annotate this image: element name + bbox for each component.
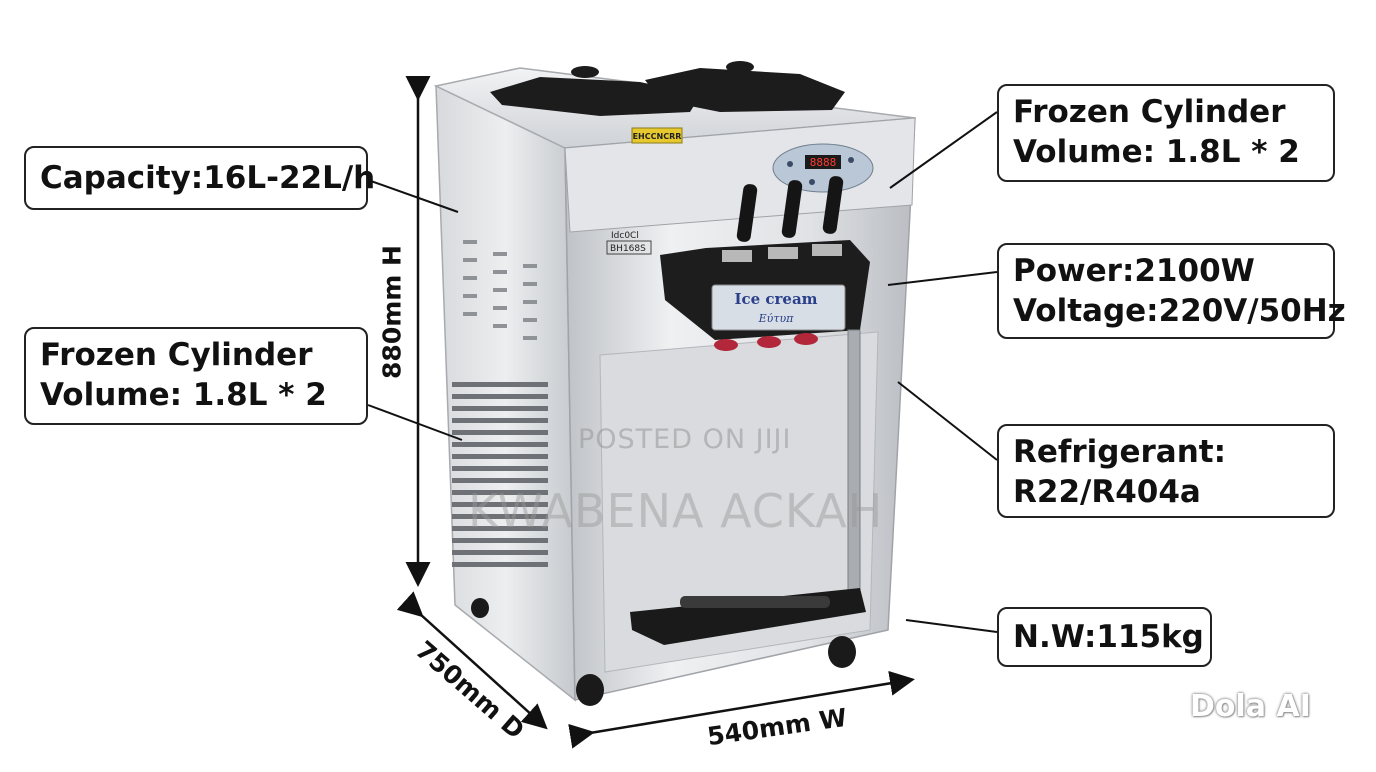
panel-label-plate — [711, 284, 846, 331]
hopper-knob-right — [726, 61, 754, 73]
drip-tray-insert — [680, 596, 830, 608]
callout-line: Volume: 1.8L * 2 — [40, 377, 327, 413]
watermark-name: KWABENA ACKAH — [468, 484, 884, 538]
watermark-posted: POSTED ON JIJI — [578, 424, 792, 455]
side-vents — [463, 240, 537, 340]
brand-logo: Dola AI — [1190, 689, 1311, 724]
display-digits: 8888 — [810, 156, 837, 169]
callout-line: Power:2100W — [1013, 253, 1255, 289]
callout-net-weight: N.W:115kg — [997, 607, 1212, 667]
hopper-lid-left — [490, 77, 700, 116]
dispense-handle[interactable] — [781, 179, 803, 238]
panel-label-text: Ice cream — [734, 290, 817, 308]
callout-line: Refrigerant: — [1013, 434, 1227, 470]
leader-arrow-icon — [367, 111, 998, 633]
callout-weight-text: N.W:115kg — [1013, 619, 1204, 655]
callout-frozen-cylinder-left: Frozen Cylinder Volume: 1.8L * 2 — [24, 327, 368, 425]
control-button-icon[interactable] — [809, 179, 815, 185]
panel-label-subtext: Εύτυπ — [758, 312, 794, 325]
model-plate-text: Idc0Cl — [611, 231, 639, 241]
dimension-arrow-icon — [396, 76, 915, 749]
hopper-knob-left — [571, 66, 599, 78]
dispense-handle[interactable] — [736, 183, 758, 242]
brand-plate-text: EHCCNCRR — [633, 132, 682, 141]
side-grille — [452, 382, 548, 567]
hopper-lid-right — [645, 68, 845, 112]
callout-refrigerant: Refrigerant: R22/R404a — [997, 424, 1335, 518]
callout-capacity: Capacity:16L-22L/h — [24, 146, 376, 210]
model-plate-text: BH168S — [610, 244, 646, 254]
callout-frozen-cylinder-right: Frozen Cylinder Volume: 1.8L * 2 — [997, 84, 1335, 182]
callout-capacity-text: Capacity:16L-22L/h — [40, 160, 376, 196]
brand-plate — [631, 127, 683, 144]
control-button-icon[interactable] — [787, 161, 793, 167]
control-button-icon[interactable] — [848, 157, 854, 163]
lower-door — [599, 331, 879, 673]
dimension-height-label: 880mm H — [377, 245, 407, 379]
callout-line: R22/R404a — [1013, 474, 1201, 510]
digital-display — [805, 155, 841, 169]
callout-line: Voltage:220V/50Hz — [1013, 293, 1346, 329]
callout-line: Volume: 1.8L * 2 — [1013, 134, 1300, 170]
callout-line: Frozen Cylinder — [1013, 94, 1286, 130]
handle-linkage — [722, 244, 842, 262]
side-panel — [435, 84, 576, 702]
callout-line: Frozen Cylinder — [40, 337, 313, 373]
callout-power-voltage: Power:2100W Voltage:220V/50Hz — [997, 243, 1346, 339]
dispense-handle[interactable] — [822, 175, 844, 234]
drip-tray-rod — [847, 329, 861, 601]
nozzles — [714, 333, 818, 351]
model-plate — [606, 240, 652, 255]
